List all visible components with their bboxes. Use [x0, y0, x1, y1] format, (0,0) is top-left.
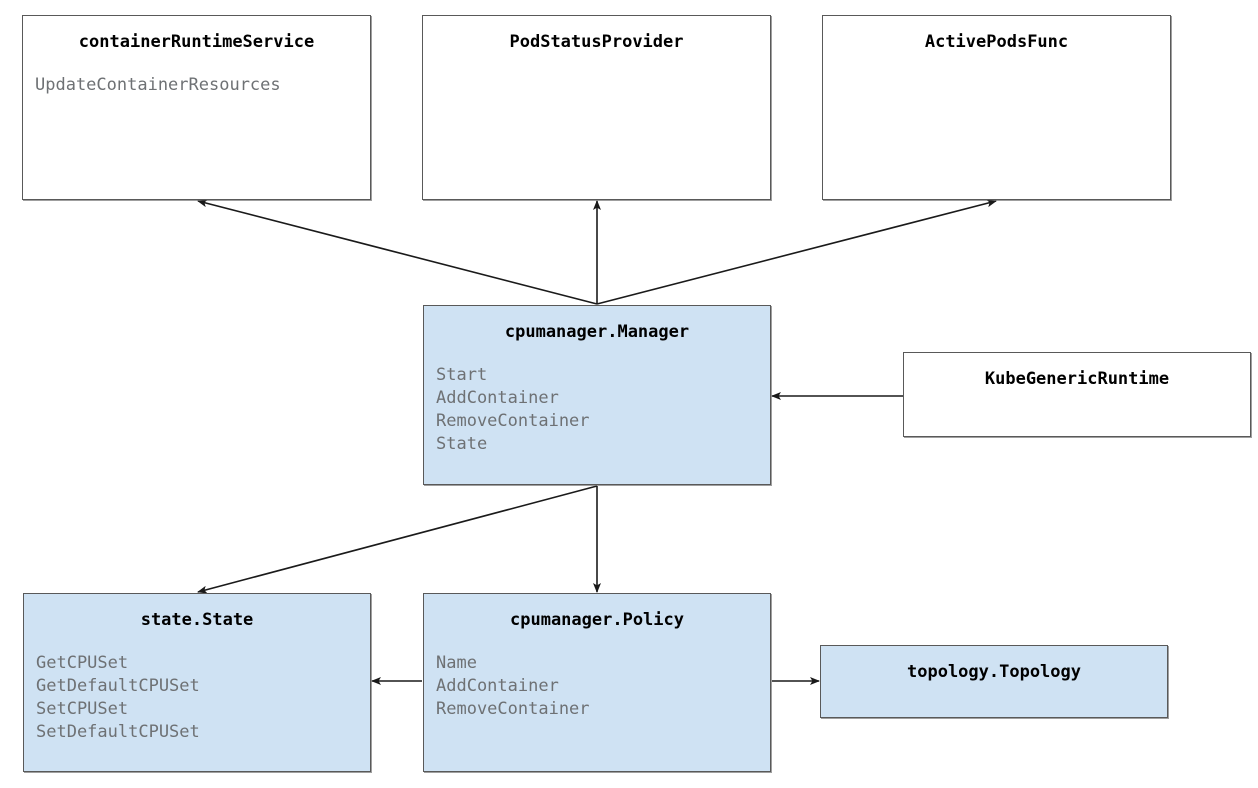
node-member: Start: [436, 365, 488, 385]
node-member: State: [436, 434, 488, 454]
node-title: state.State: [140, 610, 254, 630]
node-member: SetDefaultCPUSet: [36, 722, 200, 742]
node-title: PodStatusProvider: [509, 32, 684, 52]
node-title: KubeGenericRuntime: [984, 369, 1170, 389]
node-title: cpumanager.Manager: [504, 322, 690, 342]
node-member: RemoveContainer: [436, 699, 590, 719]
edge-manager-to-stateState: [197, 485, 598, 594]
node-kubeGenericRuntime[interactable]: KubeGenericRuntime: [903, 352, 1251, 437]
edge-manager-to-activePodsFunc: [596, 199, 997, 305]
node-member: AddContainer: [436, 676, 559, 696]
node-member: GetCPUSet: [36, 653, 129, 673]
node-member: GetDefaultCPUSet: [36, 676, 200, 696]
node-member: Name: [436, 653, 477, 673]
node-member: AddContainer: [436, 388, 559, 408]
node-title: containerRuntimeService: [78, 32, 315, 52]
node-member: UpdateContainerResources: [35, 75, 281, 95]
node-title: ActivePodsFunc: [924, 32, 1069, 52]
node-member: RemoveContainer: [436, 411, 590, 431]
node-member: SetCPUSet: [36, 699, 129, 719]
node-title: topology.Topology: [907, 662, 1081, 682]
node-member-list: UpdateContainerResources: [35, 74, 362, 97]
node-activePodsFunc[interactable]: ActivePodsFunc: [822, 15, 1171, 200]
node-title: cpumanager.Policy: [510, 610, 684, 630]
node-topologyTopology[interactable]: topology.Topology: [820, 645, 1168, 718]
node-podStatusProvider[interactable]: PodStatusProvider: [422, 15, 771, 200]
edge-manager-to-containerRuntimeService: [197, 199, 598, 305]
